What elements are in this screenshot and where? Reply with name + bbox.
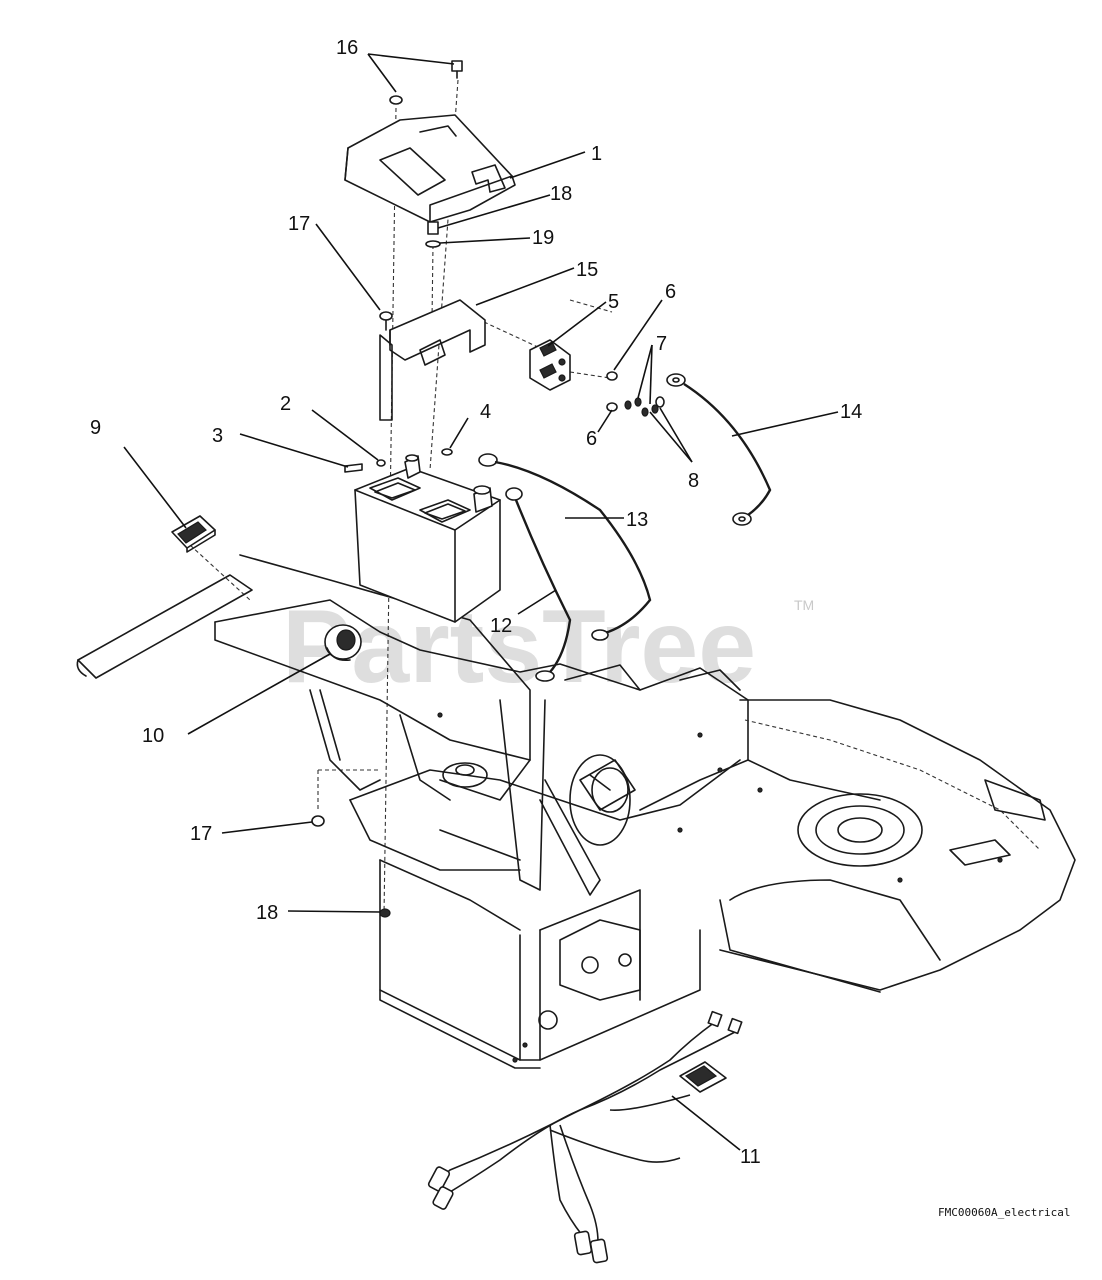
cable-14 <box>666 373 772 526</box>
callout-13: 13 <box>626 509 648 531</box>
watermark: PartsTree TM <box>282 589 814 705</box>
callout-1: 1 <box>591 143 602 165</box>
callout-7: 7 <box>656 333 667 355</box>
callout-19: 19 <box>532 227 554 249</box>
callout-14: 14 <box>840 401 862 423</box>
switch-9 <box>171 515 216 553</box>
watermark-trademark: TM <box>794 597 814 613</box>
mower-frame <box>76 554 1076 1069</box>
callout-17-top: 17 <box>288 213 310 235</box>
battery-hold-down-bracket <box>379 299 486 421</box>
callout-17-bottom: 17 <box>190 823 212 845</box>
callout-6-top: 6 <box>665 281 676 303</box>
callout-12: 12 <box>490 615 512 637</box>
drawing-code: FMC00060A_electrical <box>938 1206 1070 1219</box>
battery-cables <box>478 453 652 682</box>
battery-cover <box>344 114 516 223</box>
callout-15: 15 <box>576 259 598 281</box>
grommet-10 <box>324 624 362 662</box>
leader-lines <box>123 53 839 1151</box>
callout-16: 16 <box>336 37 358 59</box>
nut-16 <box>389 60 463 105</box>
callout-11: 11 <box>740 1146 761 1168</box>
callout-6-bottom: 6 <box>586 428 597 450</box>
battery <box>344 448 501 623</box>
callout-3: 3 <box>212 425 223 447</box>
callout-18-top: 18 <box>550 183 572 205</box>
callout-8: 8 <box>688 470 699 492</box>
callout-2: 2 <box>280 393 291 415</box>
callout-18-bottom: 18 <box>256 902 278 924</box>
wiring-harness <box>427 1010 743 1264</box>
nut-washer-18-19 <box>425 221 441 248</box>
terminal-hardware <box>606 371 665 417</box>
callout-9: 9 <box>90 417 101 439</box>
callout-labels: 16 1 18 19 17 15 5 6 7 14 9 2 3 4 6 8 13… <box>90 37 862 1168</box>
starter-solenoid <box>529 339 571 391</box>
callout-10: 10 <box>142 725 164 747</box>
lower-hardware <box>311 815 391 918</box>
callout-5: 5 <box>608 291 619 313</box>
callout-4: 4 <box>480 401 491 423</box>
